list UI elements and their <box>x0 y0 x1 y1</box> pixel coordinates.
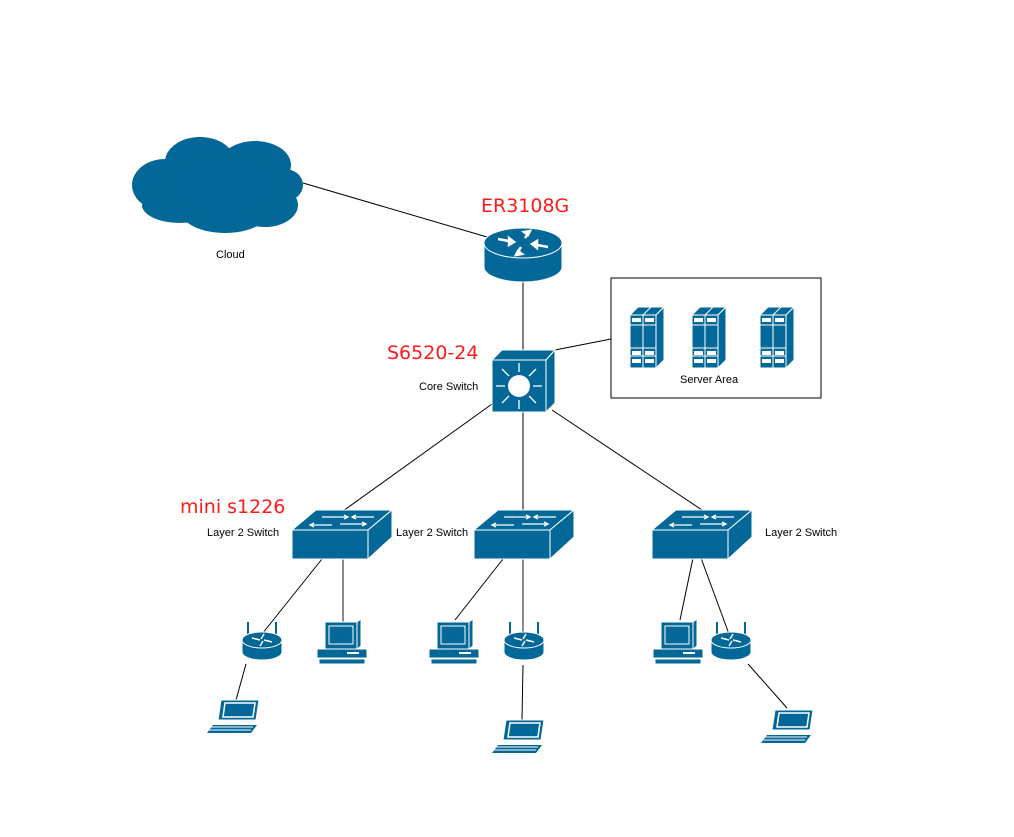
link-cloud-router <box>302 182 488 238</box>
laptop-icon[interactable] <box>760 709 814 744</box>
core-switch-label: Core Switch <box>419 381 479 393</box>
switch3-label: Layer 2 Switch <box>765 527 838 539</box>
laptop-icon[interactable] <box>491 719 545 754</box>
laptop-icon[interactable] <box>206 699 260 734</box>
access-switch-model-label: mini s1226 <box>180 496 286 518</box>
core-switch-model-label: S6520-24 <box>387 342 479 364</box>
link-core-switch3 <box>551 409 703 511</box>
wireless-router-icon[interactable] <box>503 621 545 661</box>
layer2-switch-icon[interactable] <box>473 509 575 560</box>
links <box>235 182 788 721</box>
link-sw1-ap <box>261 558 323 635</box>
wireless-router-icon[interactable] <box>241 621 283 661</box>
router-model-label: ER3108G <box>481 195 570 217</box>
server-icon[interactable] <box>629 306 665 369</box>
server-icon[interactable] <box>759 306 795 369</box>
server-area-label: Server Area <box>680 374 739 386</box>
link-ap3-laptop <box>747 663 788 709</box>
switch1-label: Layer 2 Switch <box>207 527 280 539</box>
cloud-label: Cloud <box>216 249 245 261</box>
link-core-switch1 <box>342 403 493 512</box>
link-sw2-pc <box>454 558 504 621</box>
layer2-switch-icon[interactable] <box>651 509 753 560</box>
switch2-label: Layer 2 Switch <box>396 527 469 539</box>
pc-icon[interactable] <box>428 618 480 665</box>
pc-icon[interactable] <box>316 618 368 665</box>
link-sw3-pc <box>679 557 694 621</box>
wireless-router-icon[interactable] <box>710 621 752 661</box>
server-icon[interactable] <box>691 306 727 369</box>
pc-icon[interactable] <box>652 618 704 665</box>
server-area-box <box>610 277 822 399</box>
router-icon[interactable] <box>483 227 563 283</box>
cloud-icon[interactable] <box>132 137 303 233</box>
layer2-switch-icon[interactable] <box>291 509 393 560</box>
link-sw3-ap <box>700 557 730 635</box>
link-core-servers <box>554 338 612 351</box>
layer3-switch-icon[interactable] <box>490 348 557 414</box>
link-ap1-laptop <box>235 663 247 701</box>
link-ap2-laptop <box>521 664 524 721</box>
